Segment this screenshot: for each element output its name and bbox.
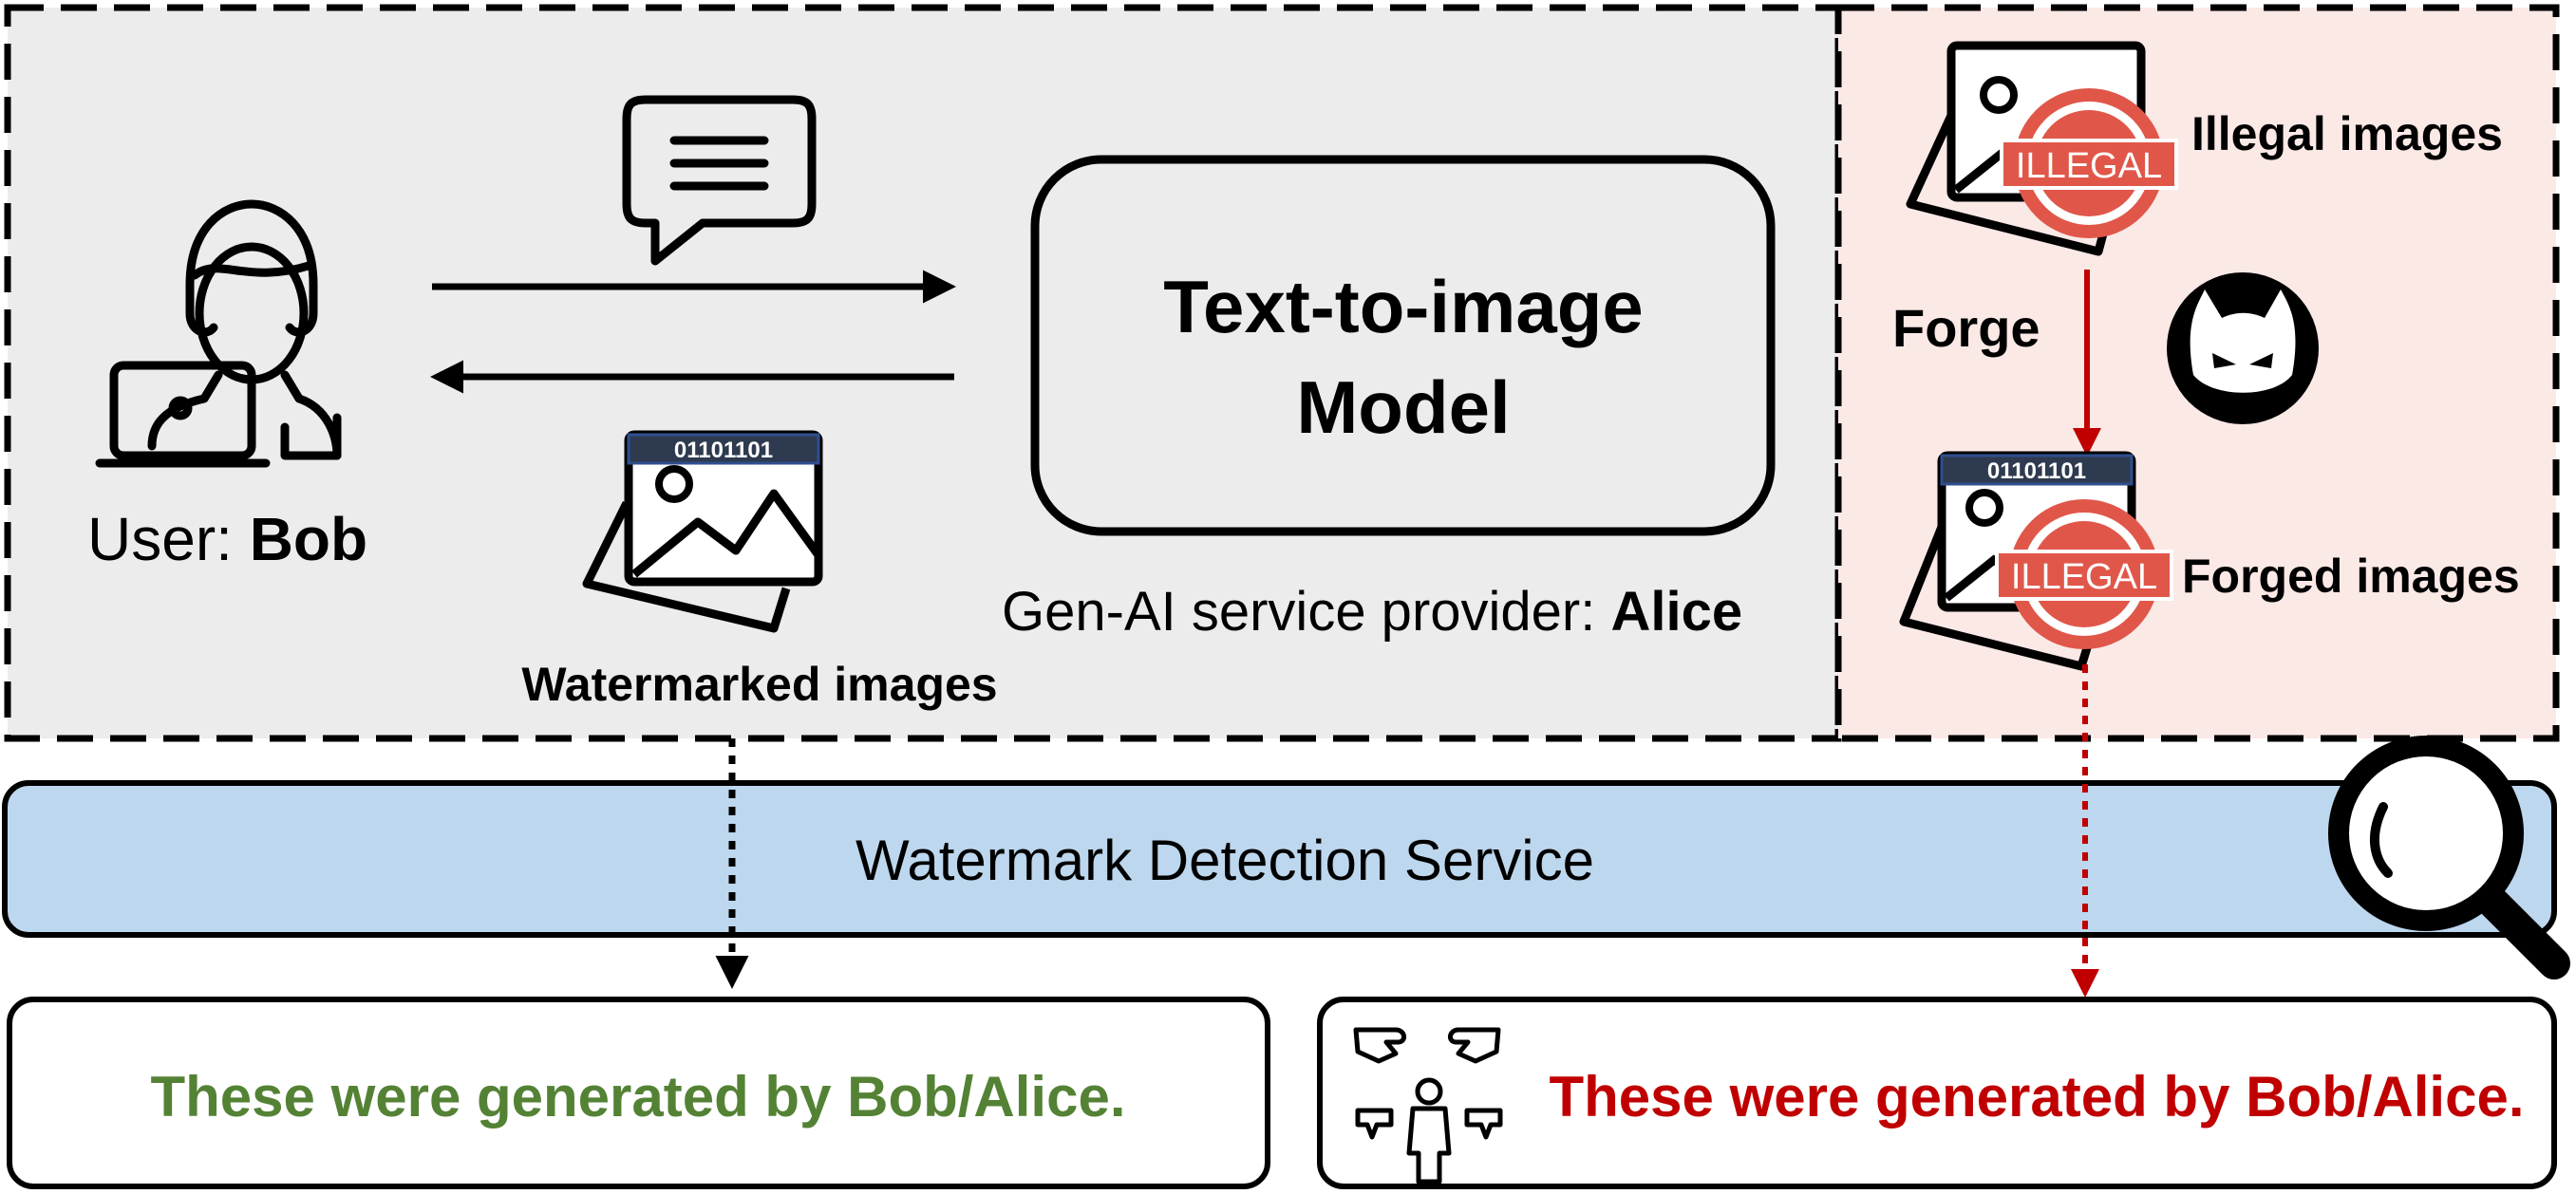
magnifier-icon — [2328, 736, 2570, 979]
forged-result-text: These were generated by Bob/Alice. — [1549, 1065, 2524, 1129]
model-box — [1030, 155, 1776, 536]
forged-result-box — [1317, 997, 2557, 1189]
model-title-line1: Text-to-image — [1163, 265, 1644, 348]
watermark-bits: 01101101 — [674, 438, 773, 463]
genuine-result-box — [7, 997, 1270, 1189]
user-label: User: Bob — [87, 505, 367, 573]
illegal-stamp-text: ILLEGAL — [2016, 146, 2162, 186]
chat-bubble-icon — [622, 95, 817, 266]
watermarked-images-label: Watermarked images — [521, 658, 997, 711]
service-region — [4, 4, 1842, 742]
illegal-images-label: Illegal images — [2191, 107, 2503, 160]
illegal-image-icon: ILLEGAL — [1906, 41, 2178, 256]
forge-label: Forge — [1892, 298, 2040, 358]
blamed-person-icon — [1353, 1027, 1503, 1185]
user-laptop-icon — [95, 199, 342, 468]
forged-watermark-bits: 01101101 — [1987, 458, 2086, 484]
attacker-icon — [2167, 272, 2319, 424]
detection-service-label: Watermark Detection Service — [856, 829, 1594, 892]
forged-images-label: Forged images — [2182, 550, 2520, 603]
genuine-result-text: These were generated by Bob/Alice. — [150, 1065, 1125, 1129]
detection-service-band — [2, 780, 2557, 938]
watermarked-image-icon: 01101101 — [582, 430, 823, 633]
provider-label: Gen-AI service provider: Alice — [1002, 581, 1742, 643]
forged-image-icon: 01101101 ILLEGAL — [1899, 451, 2173, 671]
model-title-line2: Model — [1296, 365, 1510, 449]
forged-stamp-text: ILLEGAL — [2011, 557, 2157, 597]
